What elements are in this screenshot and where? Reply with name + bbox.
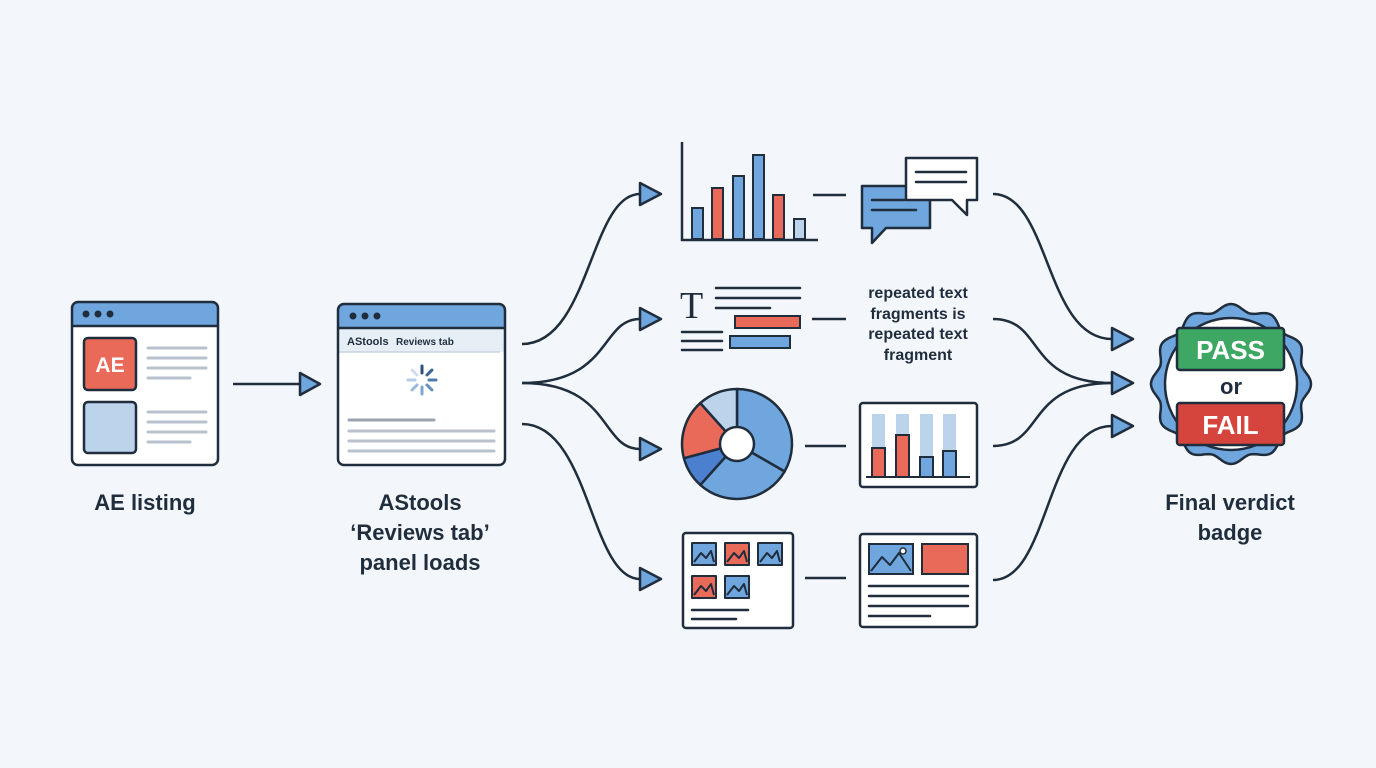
or-text: or	[1220, 374, 1242, 399]
astools-label-line3: panel loads	[359, 550, 481, 575]
reviews-tab[interactable]: Reviews tab	[396, 337, 454, 348]
ae-logo-text: AE	[95, 354, 124, 377]
fail-text: FAIL	[1202, 410, 1258, 440]
image-layout-icon	[858, 532, 979, 629]
chat-bubbles-icon	[860, 156, 979, 245]
astools-label-line1: AStools	[378, 490, 462, 515]
listing-text-lines	[146, 346, 208, 444]
pass-badge: PASS	[1175, 326, 1286, 372]
pie-chart-icon	[680, 387, 794, 501]
astools-label-line2: ‘Reviews tab’	[350, 520, 490, 545]
repeated-text-line3: repeated text	[868, 326, 968, 343]
ae-listing-label: AE listing	[65, 488, 225, 518]
verdict-label: Final verdict badge	[1140, 488, 1320, 548]
ae-listing-label-text: AE listing	[94, 490, 196, 515]
repeated-text-line1: repeated text	[868, 285, 968, 302]
pass-text: PASS	[1196, 335, 1265, 365]
image-grid-icon	[681, 531, 795, 630]
verdict-label-line2: badge	[1197, 520, 1263, 545]
verdict-badge: PASS or FAIL	[1149, 302, 1313, 466]
product-image-placeholder	[82, 400, 138, 455]
fail-badge: FAIL	[1175, 401, 1286, 447]
branch-arrowheads	[638, 181, 663, 592]
arrow-ae-to-astools	[233, 371, 322, 397]
repeated-text-label: repeated text fragments is repeated text…	[848, 284, 988, 366]
review-text-lines	[347, 418, 496, 453]
ae-logo: AE	[82, 336, 138, 392]
merge-arrowheads	[1110, 326, 1135, 439]
astools-label: AStools ‘Reviews tab’ panel loads	[320, 488, 520, 578]
svg-text:T: T	[680, 285, 703, 327]
repeated-text-line2: fragments is	[870, 305, 966, 323]
merge-connectors	[992, 192, 1113, 582]
bar-chart-icon	[680, 142, 818, 242]
branch-connectors	[521, 192, 641, 581]
text-document-icon: T	[680, 285, 802, 352]
verdict-label-line1: Final verdict	[1165, 490, 1295, 515]
small-bar-chart-icon	[858, 401, 979, 489]
astools-tab-brand: AStools	[347, 336, 389, 348]
astools-panel-window: AStools Reviews tab	[336, 302, 507, 467]
ae-listing-window: AE	[70, 300, 220, 467]
repeated-text-line4: fragment	[883, 346, 953, 364]
loading-spinner-icon	[406, 364, 438, 396]
